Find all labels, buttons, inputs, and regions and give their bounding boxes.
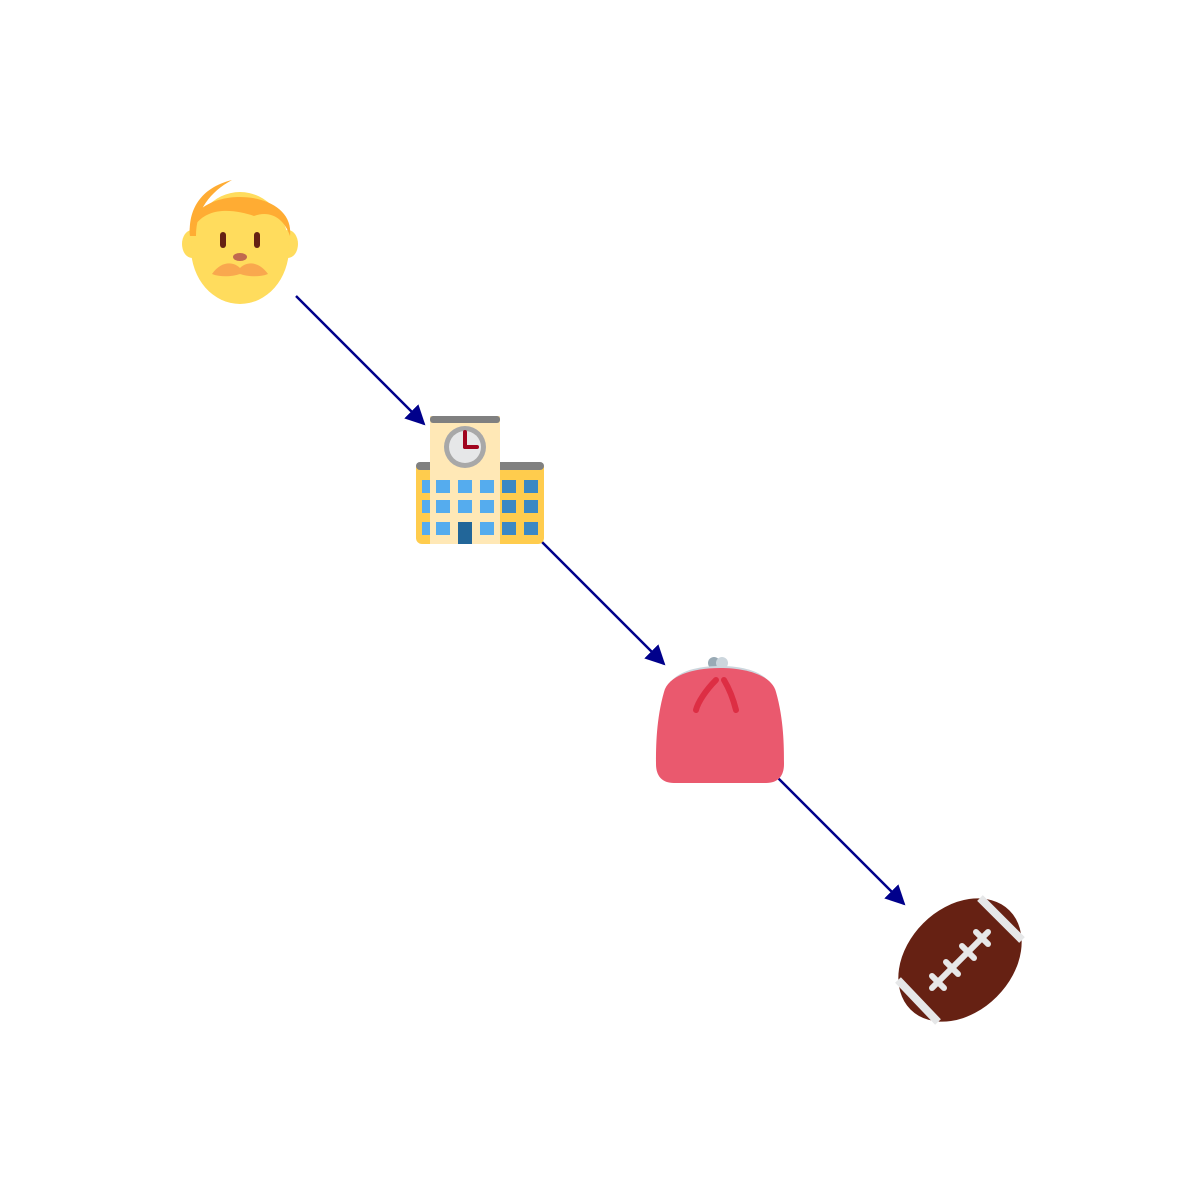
edge-school-to-purse [540,540,666,666]
edge-man-to-school [295,295,426,426]
man-with-beard-icon [182,180,298,304]
american-football-icon [895,895,1025,1025]
edge-purse-to-football [777,777,906,906]
edges [295,295,906,906]
school-building-icon [416,416,544,544]
purse-icon [656,657,784,783]
